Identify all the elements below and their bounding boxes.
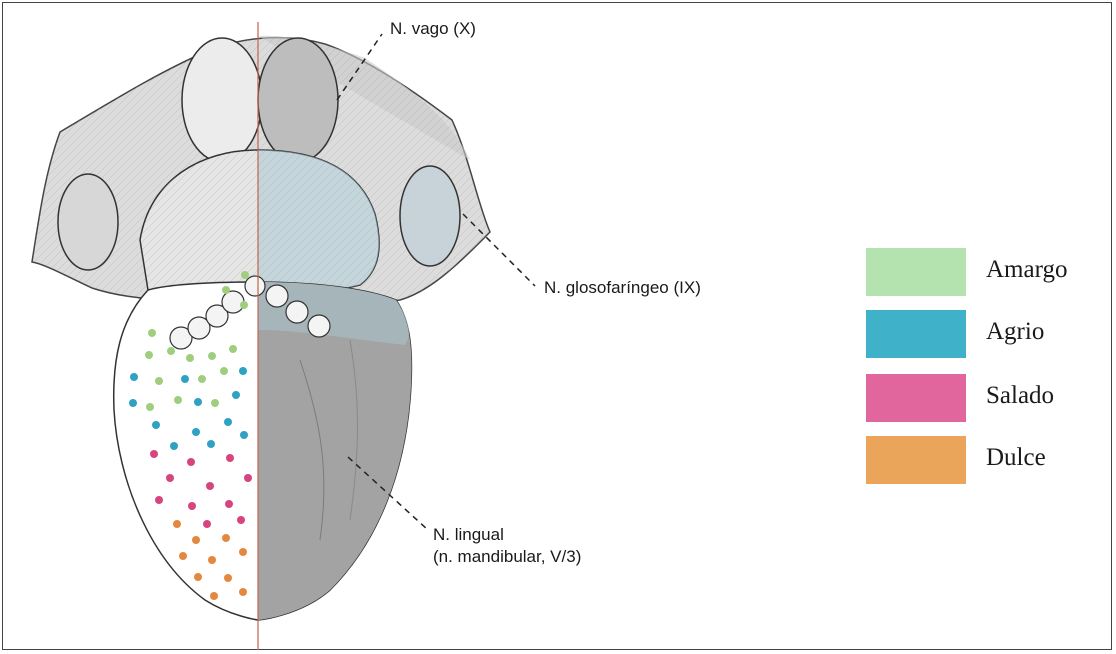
left-vallecula [182,38,262,162]
legend-item-agrio: Agrio [866,310,1106,358]
legend-swatch-salado [866,374,966,422]
legend-item-amargo: Amargo [866,248,1106,296]
legend-swatch-agrio [866,310,966,358]
right-tonsil [400,166,460,266]
right-vallecula [258,38,338,162]
legend-swatch-amargo [866,248,966,296]
legend-item-dulce: Dulce [866,436,1106,484]
legend-label-salado: Salado [986,382,1054,410]
legend-label-agrio: Agrio [986,318,1044,346]
label-n-glosofaringeo: N. glosofaríngeo (IX) [544,277,701,299]
label-n-vago: N. vago (X) [390,18,476,40]
legend-label-amargo: Amargo [986,256,1067,284]
label-n-lingual: N. lingual [433,524,504,546]
legend-item-salado: Salado [866,374,1106,422]
legend-swatch-dulce [866,436,966,484]
leader-glosofaringeo [463,214,535,286]
left-tonsil [58,174,118,270]
label-n-mandibular: (n. mandibular, V/3) [433,546,581,568]
legend-label-dulce: Dulce [986,444,1046,472]
